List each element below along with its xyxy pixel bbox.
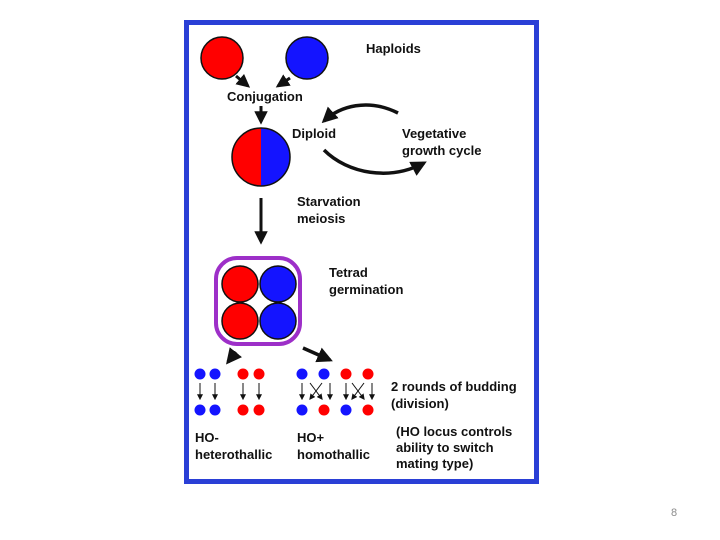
haploid-blue-cell (285, 36, 329, 80)
ho-locus-label-line2: ability to switch (396, 440, 494, 455)
conjugation-arrow-left (235, 73, 251, 88)
vegetative-label-line1: Vegetative (402, 126, 466, 141)
ho-minus-label-line1: HO- (195, 430, 219, 445)
haploids-label: Haploids (366, 41, 421, 56)
budding-label-line1: 2 rounds of budding (391, 379, 517, 394)
tetrad-spore-red-top-left (221, 265, 259, 303)
diploid-label: Diploid (292, 126, 336, 141)
branch-arrow-right (302, 346, 333, 363)
page-number: 8 (670, 507, 678, 519)
conjugation-arrow-right (275, 74, 291, 88)
ho-locus-label-line1: (HO locus controls (396, 424, 512, 439)
ho-plus-label-line1: HO+ (297, 430, 325, 445)
ho-minus-budding-group (194, 368, 265, 416)
ho-locus-label-line3: mating type) (396, 456, 473, 471)
tetrad-label-line2: germination (329, 282, 403, 297)
budding-label-line2: (division) (391, 396, 449, 411)
diploid-cell-outline (231, 127, 291, 187)
tetrad-spore-blue-bottom-right (259, 302, 297, 340)
ho-plus-budding-group (296, 368, 375, 416)
diploid-red-half (232, 128, 261, 186)
tetrad-spore-blue-top-right (259, 265, 297, 303)
vegetative-label-line2: growth cycle (402, 143, 481, 158)
haploid-red-cell (200, 36, 244, 80)
ho-plus-label-line2: homothallic (297, 447, 370, 462)
tetrad-label-line1: Tetrad (329, 265, 368, 280)
starvation-label-line1: Starvation (297, 194, 361, 209)
vegetative-cycle-arrow-top (321, 103, 399, 124)
starvation-label-line2: meiosis (297, 211, 345, 226)
tetrad-spore-red-bottom-left (221, 302, 259, 340)
diploid-blue-half (261, 128, 290, 186)
ho-minus-label-line2: heterothallic (195, 447, 272, 462)
branch-arrow-left (226, 347, 243, 365)
vegetative-cycle-arrow-bottom (322, 148, 427, 176)
conjugation-label: Conjugation (227, 89, 303, 104)
